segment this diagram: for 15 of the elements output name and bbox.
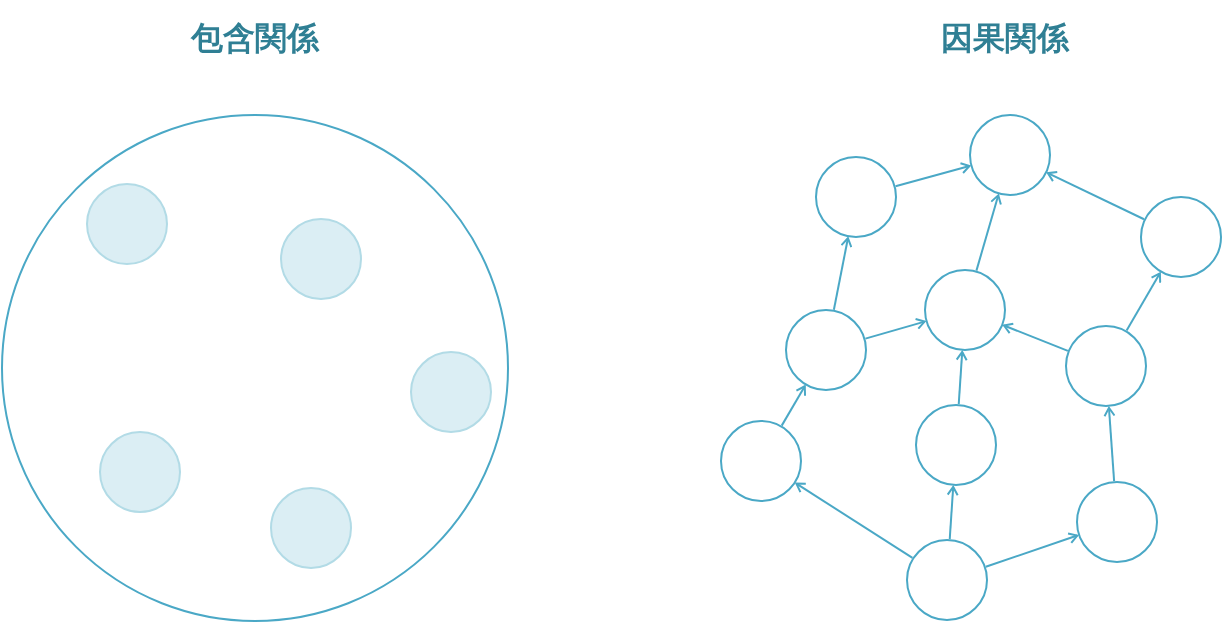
arrow	[795, 482, 914, 559]
arrow	[984, 532, 1079, 568]
arrow	[832, 237, 853, 311]
arrow	[894, 162, 971, 188]
arrow	[975, 194, 1002, 272]
arrow	[946, 485, 959, 541]
arrow	[1125, 272, 1162, 332]
heading: 包含関係	[189, 18, 321, 59]
heading: 因果関係	[940, 18, 1071, 59]
arrow	[955, 350, 968, 406]
arrow	[780, 385, 807, 427]
arrow	[1103, 406, 1116, 483]
arrow	[1046, 171, 1146, 221]
arrow	[864, 318, 926, 340]
arrow	[1003, 322, 1069, 352]
